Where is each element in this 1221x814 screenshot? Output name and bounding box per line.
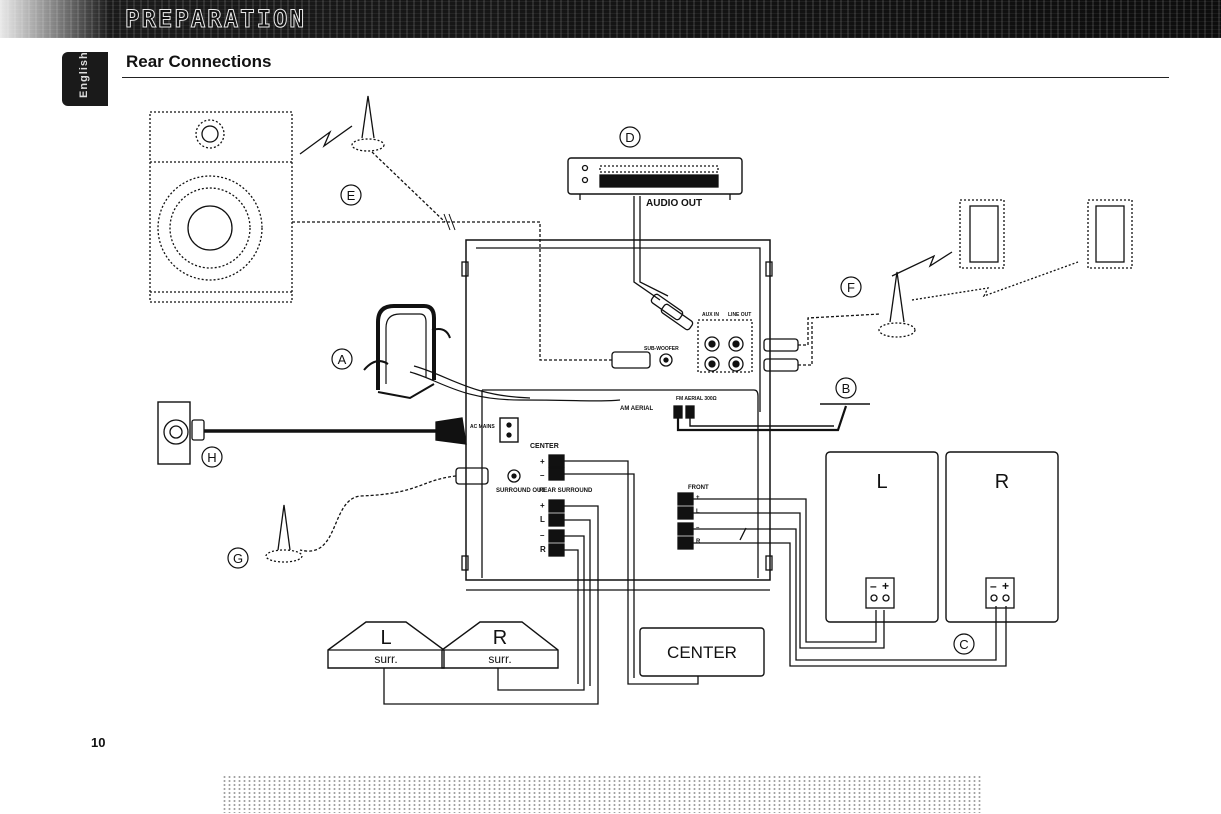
callout-h: H <box>207 450 216 465</box>
wireless-transmitter-top <box>300 96 384 154</box>
ac-mains-label: AC MAINS <box>470 424 495 430</box>
callout-letters: A B C D E F G H <box>207 130 968 652</box>
callout-f: F <box>847 280 855 295</box>
front-l-sign: L <box>696 509 700 515</box>
callout-c: C <box>959 637 968 652</box>
center-label: CENTER <box>530 443 559 450</box>
front-label: FRONT <box>688 485 709 491</box>
am-loop-antenna <box>364 306 620 401</box>
audio-source-device <box>568 158 742 200</box>
callout-g: G <box>233 551 243 566</box>
rca-plugs-aux <box>650 293 694 331</box>
center-minus-sign: – <box>540 471 545 480</box>
rear-surround-label: REAR SURROUND <box>539 488 593 494</box>
rca-plugs-line-out <box>764 314 880 371</box>
rear-surround-terminals <box>384 500 598 704</box>
front-left-speaker-label: L <box>876 471 887 493</box>
center-speaker-label: CENTER <box>667 643 737 662</box>
sub-woofer-label: SUB-WOOFER <box>644 346 679 352</box>
rear-minus-sign: – <box>540 531 545 540</box>
fm-aerial-lead <box>674 404 870 430</box>
speaker-r-plus: + <box>1002 579 1009 593</box>
rear-plus-sign: + <box>540 501 545 510</box>
front-minus-sign: – <box>696 525 700 531</box>
callout-a: A <box>338 352 347 367</box>
am-aerial-label: AM AERIAL <box>620 406 653 412</box>
surround-left-sub-label: surr. <box>374 652 397 666</box>
aux-line-jacks <box>698 320 752 372</box>
surround-left-speaker-label: L <box>380 627 391 649</box>
main-unit-rear-panel <box>462 240 772 590</box>
front-r-sign: R <box>696 539 701 545</box>
front-right-speaker-label: R <box>995 471 1009 493</box>
wireless-transmitter-rear <box>879 200 1132 337</box>
aux-in-label: AUX IN <box>702 312 719 318</box>
audio-out-label: AUDIO OUT <box>646 198 702 209</box>
subwoofer-jack <box>612 352 672 368</box>
page-number: 10 <box>91 735 105 750</box>
callout-e: E <box>347 188 356 203</box>
line-out-label: LINE OUT <box>728 312 751 318</box>
surround-right-speaker-label: R <box>493 627 507 649</box>
speaker-l-plus: + <box>882 579 889 593</box>
rear-l-sign: L <box>540 515 545 524</box>
speaker-r-minus: – <box>990 579 997 593</box>
front-plus-sign: + <box>696 495 700 501</box>
rear-r-sign: R <box>540 545 546 554</box>
surround-out-label: SURROUND OUT <box>496 488 545 494</box>
callout-b: B <box>842 381 851 396</box>
speaker-l-minus: – <box>870 579 877 593</box>
center-plus-sign: + <box>540 457 545 466</box>
subwoofer-unit <box>150 112 292 302</box>
scan-noise <box>222 775 982 813</box>
callout-d: D <box>625 130 634 145</box>
surround-right-sub-label: surr. <box>488 652 511 666</box>
fm-aerial-label: FM AERIAL 300Ω <box>676 396 717 402</box>
